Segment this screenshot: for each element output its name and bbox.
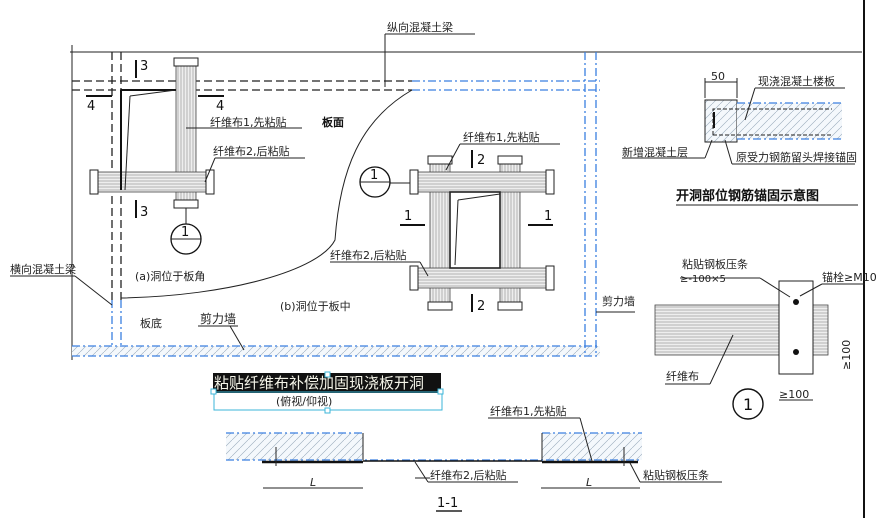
- svg-text:3: 3: [140, 59, 148, 74]
- shear-wall-right: [584, 52, 597, 356]
- transverse-beam: [111, 52, 122, 350]
- case-a-label: (a)洞位于板角: [135, 269, 205, 283]
- svg-text:2: 2: [477, 153, 485, 168]
- svg-text:≥100: ≥100: [840, 340, 853, 370]
- section-1-1: L L 纤维布1,先粘贴 纤维布2,后粘贴 粘贴钢板压条 1-1: [226, 404, 722, 512]
- svg-text:纤维布2,后粘贴: 纤维布2,后粘贴: [430, 468, 507, 482]
- section-mark-3: 3 3: [135, 59, 148, 220]
- svg-text:1: 1: [181, 225, 189, 240]
- section-mark-2: 2 2: [471, 150, 485, 314]
- leader: [445, 143, 461, 171]
- hole-boundary-curve: [120, 89, 413, 299]
- leader: [124, 95, 131, 191]
- svg-text:新增混凝土层: 新增混凝土层: [622, 145, 688, 159]
- svg-text:3: 3: [140, 205, 148, 220]
- svg-text:≥-100×5: ≥-100×5: [680, 274, 726, 285]
- svg-text:纤维布1,先粘贴: 纤维布1,先粘贴: [490, 404, 567, 418]
- main-subtitle: (俯视/仰视): [276, 394, 332, 408]
- slab-bottom-label: 板底: [140, 316, 162, 330]
- svg-text:4: 4: [87, 99, 95, 114]
- fiber2-label-a: 纤维布2,后粘贴: [213, 144, 290, 158]
- svg-text:粘贴钢板压条: 粘贴钢板压条: [682, 257, 748, 271]
- detail-ref-bubble-a: 1: [170, 223, 202, 255]
- selection-handle[interactable]: [210, 388, 217, 395]
- selection-handle[interactable]: [437, 388, 444, 395]
- leader: [129, 89, 177, 97]
- leader: [454, 199, 459, 266]
- shear-wall-bottom: [72, 345, 600, 357]
- anchor-detail: 50 现浇混凝土楼板 新增混凝土层 原受力钢筋留头焊接锚固: [622, 70, 857, 165]
- svg-text:50: 50: [711, 70, 725, 83]
- fiber1-label-a: 纤维布1,先粘贴: [210, 115, 287, 129]
- svg-text:粘贴钢板压条: 粘贴钢板压条: [643, 468, 709, 482]
- detail-1: 粘贴钢板压条 ≥-100×5 锚栓≥M10 纤维布 ≥100 ≥100 1: [654, 257, 877, 420]
- longitudinal-beam: [72, 80, 600, 91]
- svg-text:≥100: ≥100: [779, 388, 809, 401]
- fiber1-label-b: 纤维布1,先粘贴: [463, 130, 540, 144]
- selection-handle[interactable]: [324, 407, 331, 414]
- svg-text:现浇混凝土楼板: 现浇混凝土楼板: [758, 74, 835, 88]
- title-highlight: [213, 373, 441, 393]
- transverse-beam-label: 横向混凝土梁: [10, 262, 76, 276]
- main-title[interactable]: 粘贴纤维布补偿加固现浇板开洞: [214, 374, 424, 392]
- case-b-label: (b)洞位于板中: [280, 299, 351, 313]
- fiber2-label-b: 纤维布2,后粘贴: [330, 248, 407, 262]
- fiber-strip-vertical-a: [173, 57, 199, 209]
- leader: [457, 193, 501, 201]
- section-mark-1: 1 1: [400, 209, 553, 226]
- shear-wall-label: 剪力墙: [200, 311, 236, 326]
- detail-ref-bubble-b: 1: [359, 166, 391, 198]
- fiber-strip-horizontal-b: [409, 169, 555, 291]
- svg-text:1-1: 1-1: [437, 496, 458, 511]
- slab-top-label: 板面: [322, 115, 344, 129]
- leader: [419, 261, 429, 277]
- svg-text:L: L: [586, 476, 592, 489]
- hole-outline-b: [449, 191, 501, 269]
- selection-handle[interactable]: [324, 371, 331, 378]
- section-mark-4: 4 4: [86, 95, 224, 114]
- leader: [204, 157, 216, 183]
- svg-text:1: 1: [743, 395, 753, 414]
- anchor-detail-title: 开洞部位钢筋锚固示意图: [676, 188, 819, 204]
- shear-wall-label-right: 剪力墙: [602, 294, 635, 308]
- svg-text:原受力钢筋留头焊接锚固: 原受力钢筋留头焊接锚固: [736, 150, 857, 164]
- svg-text:纤维布: 纤维布: [666, 370, 699, 383]
- svg-text:4: 4: [216, 99, 224, 114]
- leader: [74, 275, 113, 306]
- leader: [229, 325, 245, 351]
- svg-text:2: 2: [477, 299, 485, 314]
- svg-text:1: 1: [370, 168, 378, 183]
- svg-text:锚栓≥M10: 锚栓≥M10: [822, 270, 877, 284]
- svg-text:L: L: [310, 476, 316, 489]
- longitudinal-beam-label: 纵向混凝土梁: [387, 20, 453, 34]
- svg-text:1: 1: [404, 209, 412, 224]
- fiber-strip-horizontal-a: [89, 169, 215, 195]
- svg-text:1: 1: [544, 209, 552, 224]
